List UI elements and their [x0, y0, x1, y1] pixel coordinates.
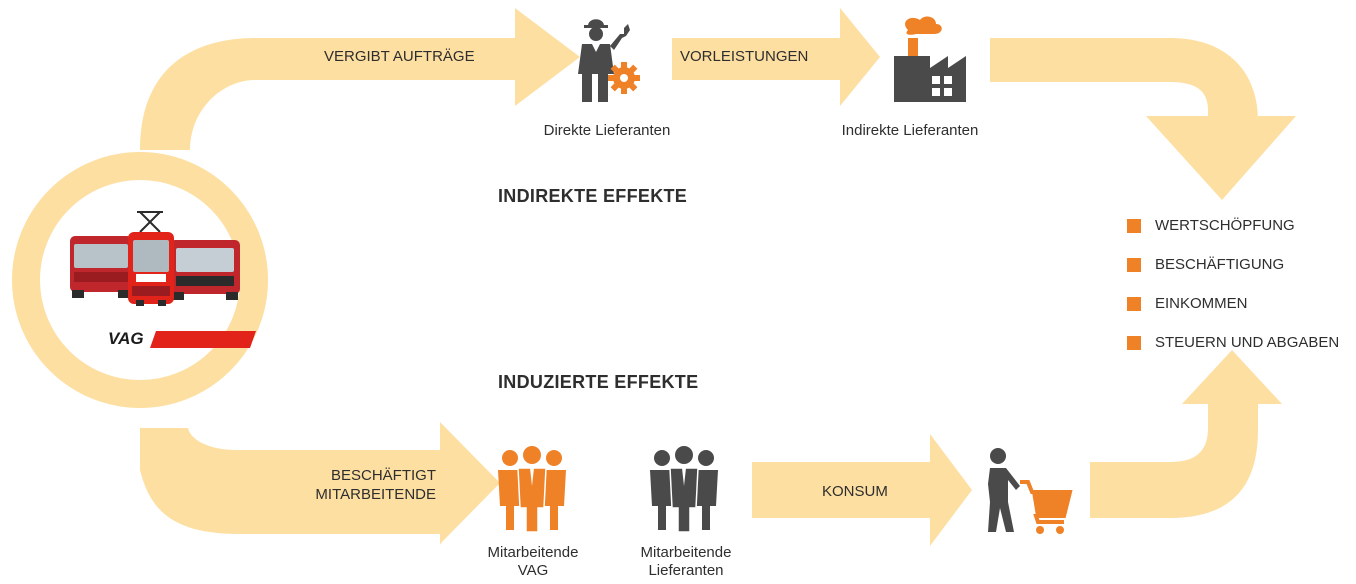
worker-with-wrench-and-gear-icon	[578, 19, 640, 102]
orange-group-of-people-icon	[498, 446, 566, 532]
heading-indirekte-effekte: INDIREKTE EFFEKTE	[498, 186, 688, 206]
effects-list: WERTSCHÖPFUNG BESCHÄFTIGUNG EINKOMMEN ST…	[1127, 206, 1339, 362]
heading-induzierte-effekte: INDUZIERTE EFFEKTE	[498, 372, 699, 392]
arrow-vorleistungen	[672, 8, 880, 106]
label-vorleistungen: VORLEISTUNGEN	[680, 48, 809, 65]
person-pushing-shopping-cart-icon	[988, 448, 1073, 534]
grey-group-of-people-icon	[650, 446, 718, 532]
vag-logo-text: VAG	[108, 329, 144, 348]
bullet-square-icon	[1127, 335, 1141, 350]
label-vergibt-auftraege: VERGIBT AUFTRÄGE	[324, 48, 475, 65]
vag-logo-stripe	[150, 331, 256, 348]
arrow-bottom-right-curve	[1090, 350, 1282, 518]
arrow-top-curve	[140, 8, 580, 150]
caption-mitarbeitende-vag: Mitarbeitende VAG	[487, 544, 579, 579]
arrow-konsum	[752, 434, 972, 546]
bullet-square-icon	[1127, 218, 1141, 233]
label-beschaeftigt-mitarbeitende: BESCHÄFTIGT MITARBEITENDE	[315, 467, 436, 503]
arrow-top-right-curve	[990, 38, 1296, 200]
caption-direkte-lieferanten: Direkte Lieferanten	[543, 122, 671, 139]
bullet-square-icon	[1127, 296, 1141, 311]
caption-indirekte-lieferanten: Indirekte Lieferanten	[841, 122, 979, 139]
effect-item: BESCHÄFTIGUNG	[1127, 245, 1339, 284]
arrow-beschaeftigt	[140, 422, 500, 544]
caption-mitarbeitende-lieferanten: Mitarbeitende Lieferanten	[640, 544, 732, 579]
factory-icon	[894, 16, 966, 102]
effect-item: EINKOMMEN	[1127, 284, 1339, 323]
effect-item: WERTSCHÖPFUNG	[1127, 206, 1339, 245]
effect-item: STEUERN UND ABGABEN	[1127, 323, 1339, 362]
vehicles-icon	[70, 211, 240, 306]
label-konsum: KONSUM	[822, 483, 888, 500]
bullet-square-icon	[1127, 257, 1141, 272]
